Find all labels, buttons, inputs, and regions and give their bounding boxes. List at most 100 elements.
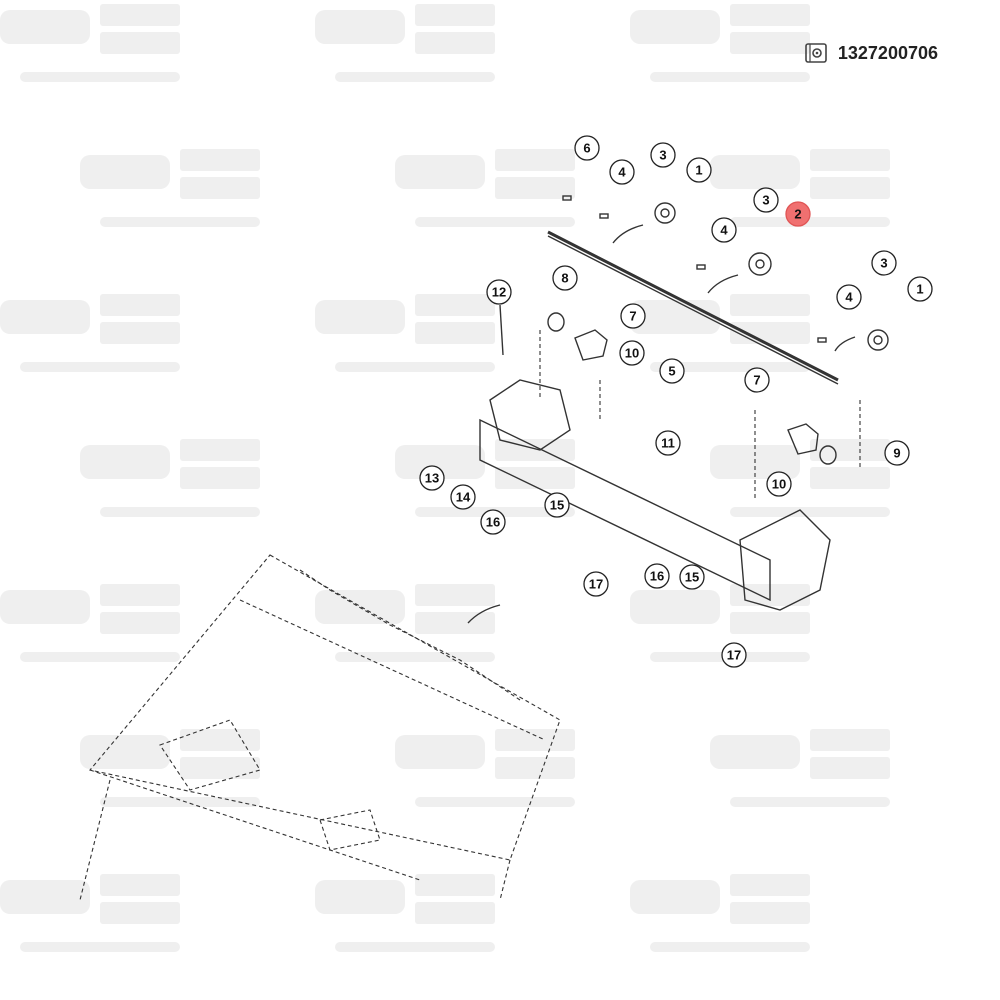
callout-circle xyxy=(544,492,570,518)
watermark-logo xyxy=(710,149,890,227)
callout-circle xyxy=(574,135,600,161)
callout-2[interactable]: 2 xyxy=(785,201,811,227)
watermark-logo xyxy=(395,149,575,227)
callout-label: 1 xyxy=(695,163,702,178)
part-header: 1327200706 xyxy=(804,42,938,64)
callout-label: 9 xyxy=(893,446,900,461)
callout-circle xyxy=(753,187,779,213)
callout-16[interactable]: 16 xyxy=(480,509,506,535)
callout-circle xyxy=(679,564,705,590)
watermark-logo xyxy=(630,294,810,372)
callout-14[interactable]: 14 xyxy=(450,484,476,510)
watermark-logo xyxy=(80,149,260,227)
callout-3[interactable]: 3 xyxy=(753,187,779,213)
callout-4[interactable]: 4 xyxy=(609,159,635,185)
callout-circle xyxy=(650,142,676,168)
callout-label: 1 xyxy=(916,282,923,297)
callout-circle xyxy=(620,303,646,329)
part-number: 1327200706 xyxy=(837,42,938,63)
watermark-logo xyxy=(0,874,180,952)
callout-label: 16 xyxy=(650,569,664,584)
callout-circle xyxy=(884,440,910,466)
watermark-logo xyxy=(315,294,495,372)
watermark-logo xyxy=(0,294,180,372)
callout-12[interactable]: 12 xyxy=(486,279,512,305)
watermark-logo xyxy=(80,439,260,517)
watermark-logo xyxy=(80,729,260,807)
callout-circle xyxy=(644,563,670,589)
callout-3[interactable]: 3 xyxy=(650,142,676,168)
callout-label: 12 xyxy=(492,285,506,300)
callout-label: 13 xyxy=(425,471,439,486)
callout-circle xyxy=(619,340,645,366)
callout-circle xyxy=(686,157,712,183)
callout-label: 3 xyxy=(659,148,666,163)
callout-4[interactable]: 4 xyxy=(711,217,737,243)
callout-label: 3 xyxy=(762,193,769,208)
callout-17[interactable]: 17 xyxy=(721,642,747,668)
callout-4[interactable]: 4 xyxy=(836,284,862,310)
drawing-gear-icon xyxy=(805,43,827,63)
callout-8[interactable]: 8 xyxy=(552,265,578,291)
watermark-logo xyxy=(315,874,495,952)
callout-circle xyxy=(450,484,476,510)
callout-6[interactable]: 6 xyxy=(574,135,600,161)
watermark-logo xyxy=(710,729,890,807)
callout-circle xyxy=(744,367,770,393)
callout-circle xyxy=(711,217,737,243)
callout-label: 10 xyxy=(625,346,639,361)
watermark-logo xyxy=(315,4,495,82)
callout-7[interactable]: 7 xyxy=(620,303,646,329)
callout-3[interactable]: 3 xyxy=(871,250,897,276)
watermark-logo xyxy=(630,4,810,82)
callout-circle xyxy=(836,284,862,310)
callout-circle xyxy=(552,265,578,291)
callout-label: 15 xyxy=(550,498,564,513)
callout-label: 5 xyxy=(668,364,675,379)
callout-label: 15 xyxy=(685,570,699,585)
watermark-logo xyxy=(0,584,180,662)
callout-label: 3 xyxy=(880,256,887,271)
callout-9[interactable]: 9 xyxy=(884,440,910,466)
callout-label: 10 xyxy=(772,477,786,492)
watermark-logo xyxy=(395,439,575,517)
callout-circle xyxy=(721,642,747,668)
callout-label: 8 xyxy=(561,271,568,286)
callout-circle xyxy=(486,279,512,305)
watermark-logo xyxy=(395,729,575,807)
callout-15[interactable]: 15 xyxy=(544,492,570,518)
exploded-assembly xyxy=(79,195,889,901)
callout-10[interactable]: 10 xyxy=(766,471,792,497)
callout-circle xyxy=(766,471,792,497)
callout-circle xyxy=(419,465,445,491)
callout-circle xyxy=(871,250,897,276)
callout-5[interactable]: 5 xyxy=(659,358,685,384)
callout-label: 4 xyxy=(720,223,728,238)
callout-1[interactable]: 1 xyxy=(907,276,933,302)
callout-1[interactable]: 1 xyxy=(686,157,712,183)
callout-17[interactable]: 17 xyxy=(583,571,609,597)
callout-15[interactable]: 15 xyxy=(679,564,705,590)
callout-label: 16 xyxy=(486,515,500,530)
callout-circle xyxy=(480,509,506,535)
callout-circle xyxy=(655,430,681,456)
callout-7[interactable]: 7 xyxy=(744,367,770,393)
callout-label: 6 xyxy=(583,141,590,156)
watermark-logo xyxy=(630,584,810,662)
callout-11[interactable]: 11 xyxy=(655,430,681,456)
callout-circle xyxy=(907,276,933,302)
callout-label: 11 xyxy=(661,436,675,451)
callout-label: 17 xyxy=(589,577,603,592)
callout-16[interactable]: 16 xyxy=(644,563,670,589)
callout-label: 7 xyxy=(753,373,760,388)
watermark-layer xyxy=(0,4,890,952)
watermark-logo xyxy=(0,4,180,82)
callout-label: 4 xyxy=(618,165,626,180)
callout-10[interactable]: 10 xyxy=(619,340,645,366)
callout-label: 17 xyxy=(727,648,741,663)
callout-13[interactable]: 13 xyxy=(419,465,445,491)
callout-label: 14 xyxy=(456,490,471,505)
callout-circle xyxy=(659,358,685,384)
